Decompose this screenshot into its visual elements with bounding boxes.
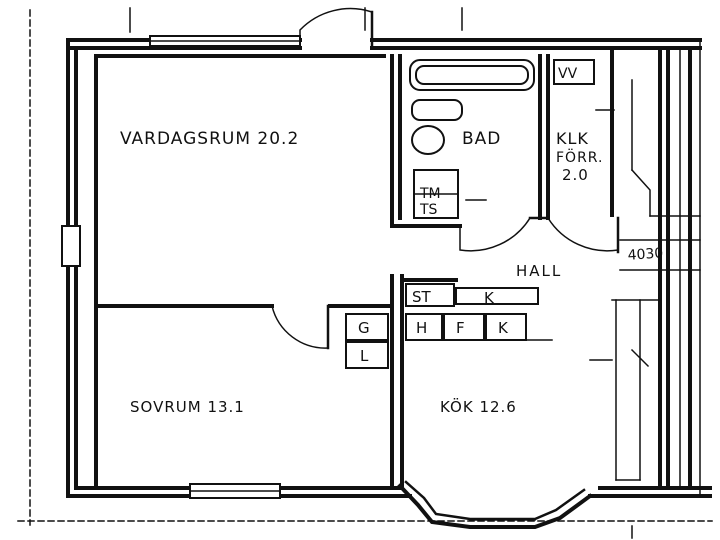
label-h: H [416, 319, 427, 337]
room-label-hall: HALL [516, 262, 562, 280]
label-tm: TM [419, 186, 441, 202]
fixture-labels: VV TM TS ST K G L H F K 4030 [358, 66, 664, 365]
label-k-lower: K [498, 319, 509, 337]
room-label-closet-area: 2.0 [562, 166, 589, 184]
room-label-bedroom: SOVRUM 13.1 [130, 398, 245, 416]
label-dimension: 4030 [627, 245, 664, 263]
label-ts: TS [419, 202, 438, 218]
label-l: L [360, 347, 369, 365]
bay-window [397, 480, 593, 529]
label-f: F [456, 319, 465, 337]
interior-walls [94, 39, 701, 497]
dimension-marker [619, 239, 701, 271]
dashed-reference-lines [17, 7, 713, 539]
windows [61, 35, 301, 499]
room-label-kitchen: KÖK 12.6 [440, 397, 517, 416]
bathroom-fixtures [409, 59, 535, 219]
door-swings [271, 216, 620, 350]
room-label-closet-line2: FÖRR. [556, 148, 603, 166]
label-st: ST [412, 288, 432, 306]
room-label-bathroom: BAD [462, 129, 501, 149]
label-vv: VV [558, 66, 578, 82]
room-labels: VARDAGSRUM 20.2 BAD KLK FÖRR. 2.0 HALL S… [120, 129, 603, 416]
kitchen-fixtures [345, 283, 661, 481]
closet-fixtures [553, 59, 701, 217]
label-k-upper: K [484, 289, 495, 307]
entrance-door [299, 7, 374, 50]
label-g: G [358, 319, 370, 337]
room-label-closet: KLK [556, 129, 589, 148]
room-label-living: VARDAGSRUM 20.2 [120, 129, 299, 149]
